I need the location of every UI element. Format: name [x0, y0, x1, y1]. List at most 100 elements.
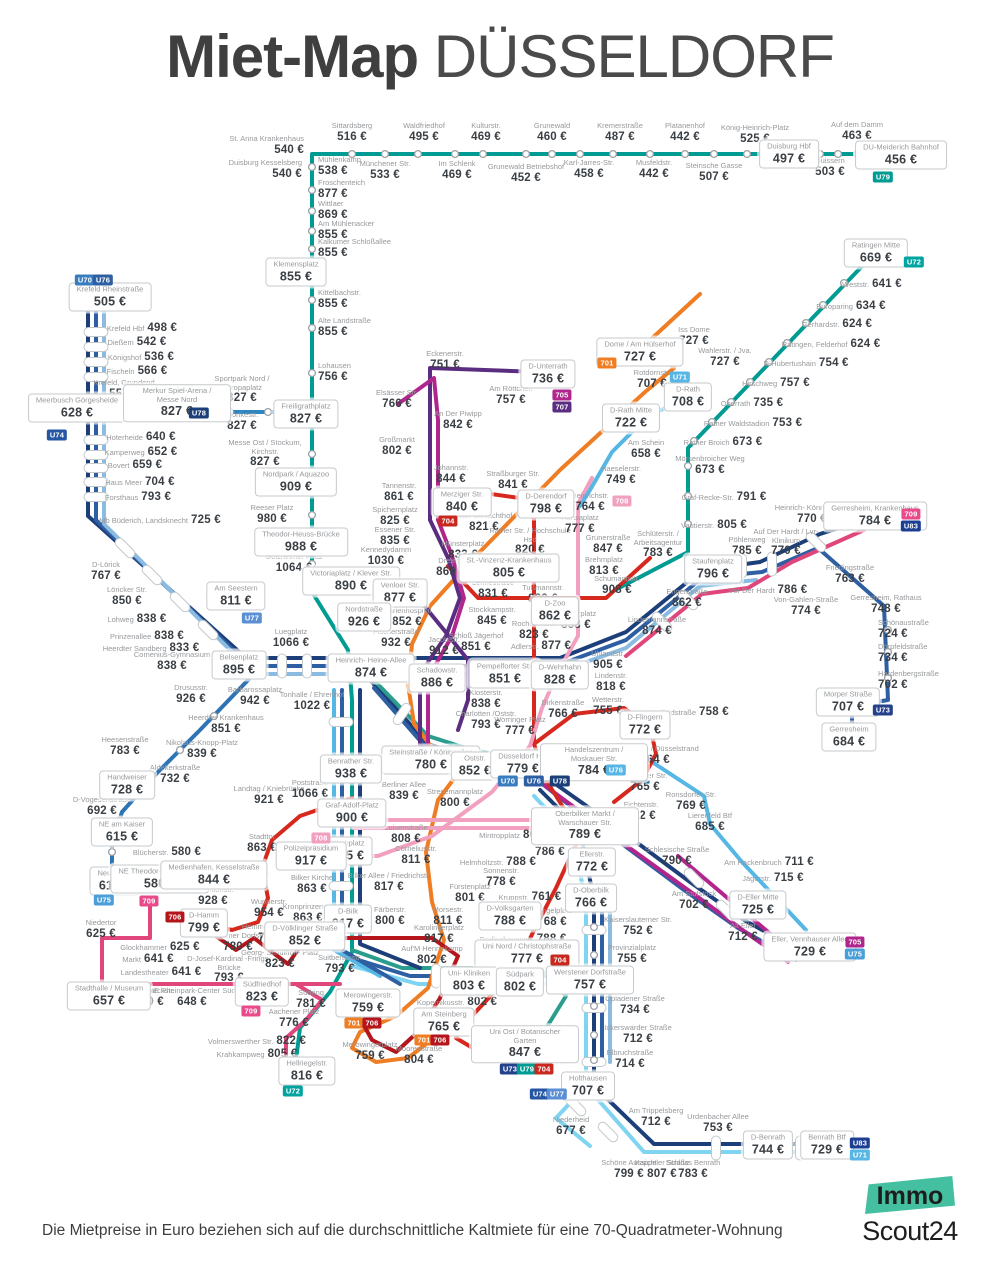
station-price: 817 €	[424, 932, 454, 945]
station-name: Uni Ost / Botanischer Garten	[489, 1027, 561, 1045]
station-name: Hansaplatz	[561, 513, 599, 523]
station-price: 777 €	[510, 951, 544, 966]
station-name: Heinrichstr.	[571, 491, 609, 501]
station-name: Heinrich- Könn-Straße	[774, 503, 850, 513]
station-price: 912 €	[429, 644, 459, 657]
station-name: Rather Waldstadion	[703, 418, 770, 428]
station-price: 793 €	[471, 718, 501, 731]
page-title: Miet-Map DÜSSELDORF	[0, 22, 1000, 91]
station-price: 833 €	[169, 641, 200, 654]
station-name: Aldekerkstraße	[149, 763, 201, 773]
station-price: 841 €	[498, 478, 528, 491]
station-dot	[589, 922, 599, 932]
station-name: D-Rath Mitte	[609, 405, 653, 415]
station-name: Kulturstr.	[471, 121, 501, 131]
station-price: 803 €	[452, 978, 486, 993]
station-name: D-Rath	[676, 384, 700, 394]
station-price: 538 €	[318, 164, 348, 177]
station-name: Hammer Dorfstr.	[210, 931, 266, 941]
station-dot	[307, 295, 317, 305]
station-price: 505 €	[93, 294, 127, 309]
station-price: 823 €	[519, 628, 549, 641]
station-price: 855 €	[279, 269, 313, 284]
station-price: 692 €	[87, 804, 117, 817]
station-dot	[175, 745, 185, 755]
station-name: Georg- Schulhoff- Platz	[241, 948, 319, 958]
station-price: 811 €	[220, 593, 252, 608]
station-price: 790 €	[662, 854, 692, 867]
station-name: Duissern	[815, 156, 845, 166]
tick-mark	[677, 589, 699, 611]
station-dot	[764, 357, 774, 367]
station-name: D-Derendorf	[525, 491, 567, 501]
station-name: Berliner Allee	[381, 780, 427, 790]
station-name: D-Hubertushain	[763, 358, 816, 368]
station-price: 736 €	[531, 371, 565, 386]
station-dot	[209, 711, 219, 721]
station-name: Kirchplatz	[331, 838, 365, 848]
station-price: 732 €	[160, 772, 190, 785]
station-name: Polizei­präsidium	[283, 843, 339, 853]
station-price: 800 €	[375, 914, 405, 927]
station-price: 840 €	[445, 499, 479, 514]
station-name: Ronsdorfer Str.	[665, 790, 717, 800]
station-price: 641 €	[171, 965, 202, 978]
station-price: 685 €	[695, 820, 725, 833]
station-name: Grunerstraße	[585, 533, 631, 543]
station-price: 827 €	[227, 419, 257, 432]
station-price: 839 €	[187, 747, 217, 760]
station-name: Drususstr.	[174, 683, 208, 693]
station-price: 707 €	[571, 1083, 605, 1098]
station-price: 909 €	[279, 479, 313, 494]
line-badge-707: 707	[552, 401, 572, 413]
station-label: Kopernikusstr.802 €	[417, 992, 497, 1010]
station-name: Duisburg Hbf	[767, 141, 811, 151]
station-dot	[107, 847, 117, 857]
station-name: Großmarkt	[379, 435, 415, 445]
station-name: Haeselerstr.	[600, 464, 642, 474]
station-name: Auf'M Hennekamp	[401, 944, 463, 954]
station-name: Gangelplatz	[531, 906, 573, 916]
station-dot	[347, 149, 357, 159]
station-price: 759 €	[351, 1000, 385, 1015]
station-price: 1022 €	[293, 699, 331, 712]
station-price: 851 €	[488, 671, 522, 686]
station-dot	[709, 149, 719, 159]
tick-mark	[83, 450, 109, 460]
station-name: Krefeld, Grundend	[93, 378, 155, 388]
station-price: 802 €	[417, 953, 447, 966]
line-badge-u73: U73	[872, 704, 894, 716]
station-name: Birkenstraße	[541, 698, 585, 708]
station-name: NE Rheinpark-Center Süd	[148, 986, 236, 996]
station-dot	[307, 226, 317, 236]
station-price: 768 €	[537, 915, 567, 928]
station-label: Rotdornstr.707 €	[634, 368, 671, 391]
station-price: 463 €	[842, 129, 872, 142]
brand-logo: Immo Scout24	[850, 1176, 970, 1247]
line-path	[284, 982, 324, 1058]
station-price: 704 €	[144, 475, 175, 488]
station-dot	[742, 149, 752, 159]
station-name: Klosterstr.	[469, 688, 503, 698]
station-name: Sportpark Nord / Europaplatz	[214, 373, 270, 392]
